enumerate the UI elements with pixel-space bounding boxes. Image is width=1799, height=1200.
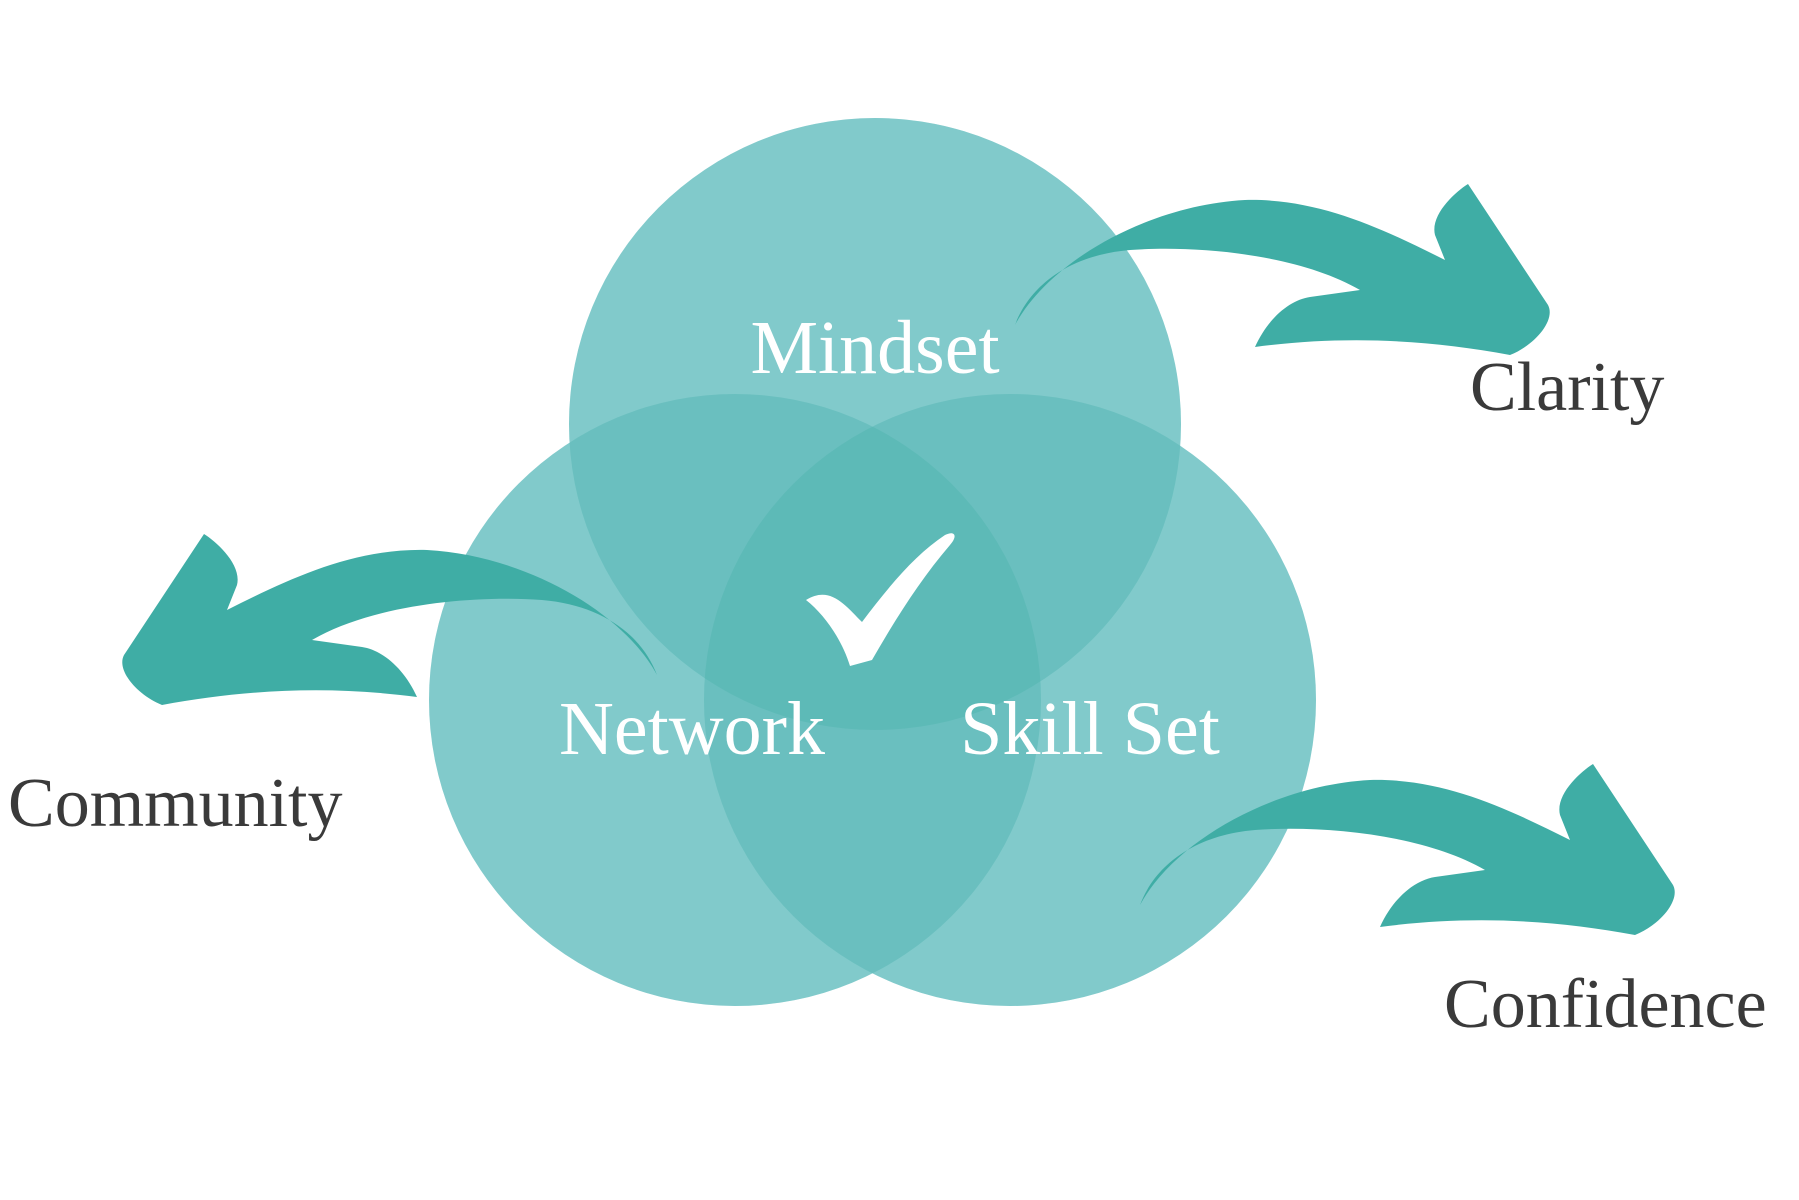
circle-label-mindset: Mindset: [750, 306, 999, 390]
curved-arrow-right-icon: [1015, 184, 1550, 355]
outcome-label-clarity: Clarity: [1470, 349, 1664, 426]
curved-arrow-left-icon: [122, 534, 657, 705]
overlap-tint-skillset: [704, 394, 1316, 1006]
outcome-label-community: Community: [8, 765, 342, 842]
circle-label-skillset: Skill Set: [960, 687, 1220, 771]
circle-label-network: Network: [559, 687, 825, 771]
outcome-label-confidence: Confidence: [1444, 966, 1767, 1043]
overlap-tint-mindset: [569, 118, 1181, 730]
overlap-tint-network: [429, 394, 1041, 1006]
checkmark-icon: [806, 533, 955, 666]
venn-circles: [429, 118, 1316, 1006]
curved-arrow-right-icon: [1140, 764, 1675, 935]
skillset-circle: [704, 394, 1316, 1006]
